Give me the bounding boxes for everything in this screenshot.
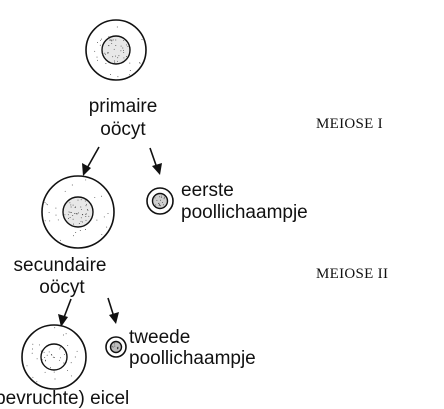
primary-oocyte-label-line2: oöcyt [100,119,146,140]
egg-cell-label: (bevruchte) eicel [0,388,129,409]
primary-oocyte-label-line1: primaire [89,96,158,117]
meiosis-1-label: MEIOSE I [316,116,383,132]
arrow-to-second-polar-body [107,297,119,324]
meiosis-2-label: MEIOSE II [316,266,388,282]
stipple-texture [26,26,165,383]
arrow-to-first-polar-body [149,147,162,175]
second-polar-body-label-line1: tweede [129,327,190,348]
first-polar-body-label-line1: eerste [181,180,234,201]
arrow-to-secondary-oocyte [82,146,100,176]
secondary-oocyte-label-line1: secundaire [14,255,107,276]
primary-oocyte-cell [85,19,147,81]
egg-cell [21,324,87,390]
secondary-oocyte-label-line2: oöcyt [39,277,85,298]
second-polar-body-cell [105,336,127,358]
second-polar-body-label-line2: poollichaampje [129,348,256,369]
first-polar-body-label-line2: poollichaampje [181,202,308,223]
first-polar-body-cell [146,187,174,215]
arrow-to-egg-cell [58,298,72,327]
secondary-oocyte-cell [41,175,115,249]
